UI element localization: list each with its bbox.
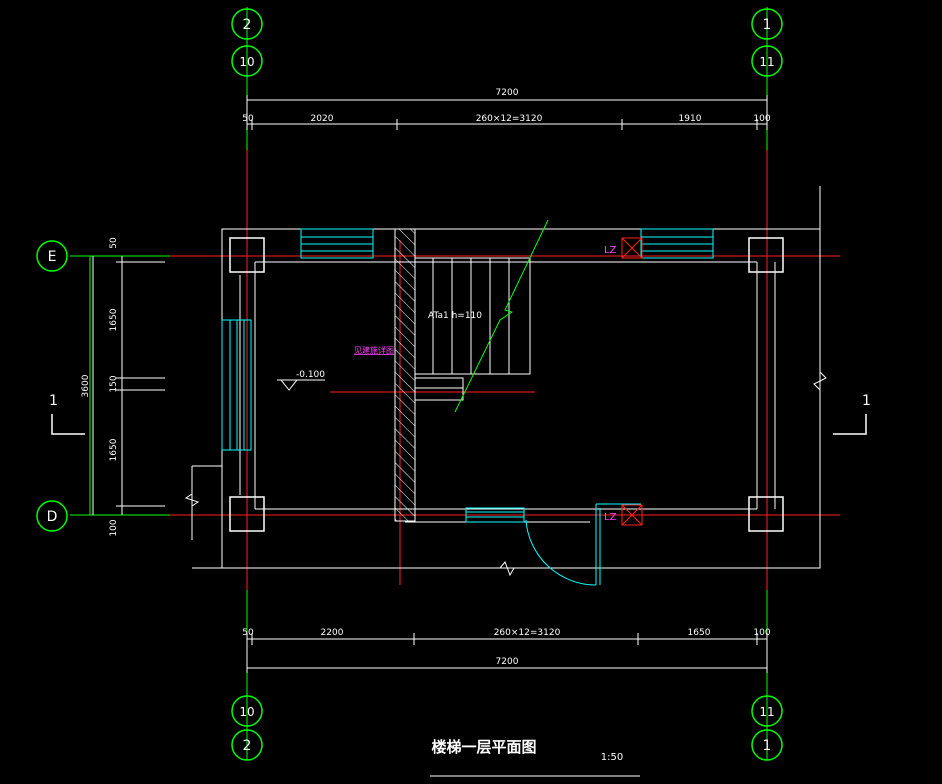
dim-left-seg-2: 1650: [109, 438, 119, 461]
magenta-note: 见建施详图: [354, 345, 394, 355]
dim-bottom-seg-2: 260×12=3120: [494, 628, 561, 638]
bubble-bottom-left-inner: 10: [239, 705, 254, 719]
columns: [229, 237, 784, 532]
section-mark-right-label: 1: [862, 393, 871, 409]
building-outline: [191, 186, 821, 569]
hatched-wall: [394, 228, 416, 522]
dim-top-total: 7200: [496, 88, 519, 98]
bubble-left-lower: D: [47, 509, 58, 525]
dim-top-seg-1: 2020: [311, 114, 334, 124]
door-swing-arc: [525, 519, 597, 586]
dim-left-total: 3600: [81, 374, 91, 397]
level-marker: [277, 379, 325, 391]
dim-bottom-right-small: 100: [753, 628, 770, 638]
stair-flight: [414, 257, 531, 375]
window-top-left: [300, 228, 374, 259]
lz-tag-top: LZ: [604, 245, 617, 256]
dim-left-seg-1: 1650: [109, 308, 119, 331]
dim-top-right-small: 100: [753, 114, 770, 124]
window-bottom: [465, 507, 525, 523]
bubble-left-upper: E: [48, 249, 57, 265]
top-dimension-chain: [246, 95, 768, 130]
dim-left-bottom-small: 100: [109, 519, 119, 536]
dim-left-mid: 150: [109, 375, 119, 392]
bottom-dimension-chain: [246, 633, 768, 673]
column-D10: [229, 496, 265, 532]
dim-top-seg-3: 1910: [679, 114, 702, 124]
dim-bottom-left-small: 50: [242, 628, 254, 638]
section-marks: [51, 414, 867, 435]
dim-bottom-seg-3: 1650: [688, 628, 711, 638]
dim-bottom-seg-1: 2200: [321, 628, 344, 638]
title-block: 楼梯一层平面图 1:50: [430, 738, 640, 777]
dim-left-top-small: 50: [109, 237, 119, 249]
column-E11: [748, 237, 784, 273]
axis-lines: [170, 150, 840, 590]
lz-markers: [621, 237, 643, 526]
stair-label: ATa1 h=110: [428, 311, 482, 321]
left-dimension-chain: [92, 256, 165, 515]
door-frame: [595, 503, 641, 585]
stair-wall: [394, 228, 416, 522]
bubble-top-left-outer: 2: [243, 17, 252, 33]
window-left: [221, 319, 252, 451]
extension-lines: [70, 7, 768, 760]
bubble-top-right-inner: 11: [759, 55, 774, 69]
window-top-right: [640, 228, 714, 259]
stair-break-line: [454, 219, 549, 413]
bubble-bottom-right-outer: 1: [763, 738, 772, 754]
level-label: -0.100: [296, 370, 325, 380]
break-marks: [184, 371, 827, 577]
lz-tag-bottom: LZ: [604, 512, 617, 523]
dim-top-left-small: 50: [242, 114, 254, 124]
bubble-top-right-outer: 1: [763, 17, 772, 33]
dim-top-seg-2: 260×12=3120: [476, 114, 543, 124]
bubble-top-left-inner: 10: [239, 55, 254, 69]
bubble-bottom-left-outer: 2: [243, 738, 252, 754]
bubble-bottom-right-inner: 11: [759, 705, 774, 719]
stair-treads: [414, 257, 531, 401]
drawing-scale: 1:50: [601, 752, 623, 763]
dim-bottom-total: 7200: [496, 657, 519, 667]
column-D11: [748, 496, 784, 532]
column-E10: [229, 237, 265, 273]
section-mark-left-label: 1: [49, 393, 58, 409]
grid-bubbles: [36, 8, 783, 761]
windows: [221, 228, 714, 586]
drawing-title: 楼梯一层平面图: [431, 738, 536, 756]
